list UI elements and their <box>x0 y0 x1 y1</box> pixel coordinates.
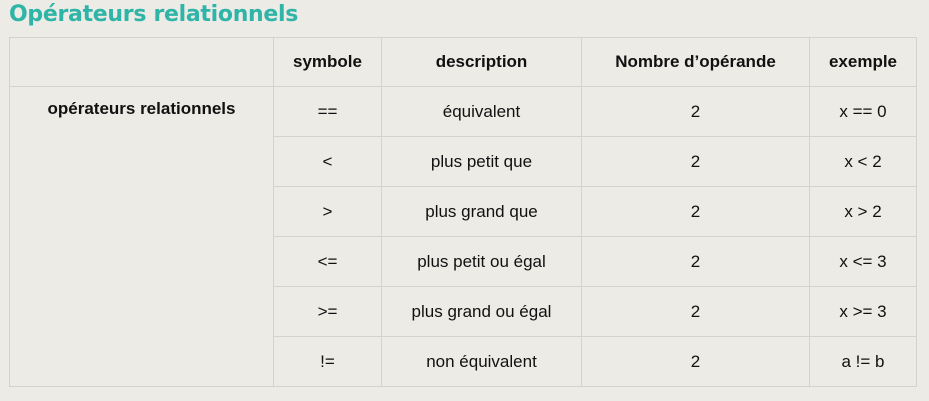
cell-exemple: a != b <box>809 336 917 387</box>
cell-description: plus grand que <box>381 186 582 237</box>
cell-symbole: > <box>273 186 382 237</box>
cell-operandes: 2 <box>581 336 810 387</box>
cell-operandes: 2 <box>581 136 810 187</box>
header-symbole: symbole <box>273 37 382 87</box>
cell-symbole: != <box>273 336 382 387</box>
cell-operandes: 2 <box>581 186 810 237</box>
cell-exemple: x <= 3 <box>809 236 917 287</box>
cell-operandes: 2 <box>581 86 810 137</box>
cell-symbole: == <box>273 86 382 137</box>
cell-description: plus petit ou égal <box>381 236 582 287</box>
table-row: > plus grand que 2 x > 2 <box>10 186 917 237</box>
cell-description: non équivalent <box>381 336 582 387</box>
header-exemple: exemple <box>809 37 917 87</box>
cell-operandes: 2 <box>581 236 810 287</box>
table-row: opérateurs relationnels == équivalent 2 … <box>9 86 917 387</box>
cell-symbole: < <box>273 136 382 187</box>
header-nombre-operande: Nombre d’opérande <box>581 37 810 87</box>
cell-symbole: >= <box>273 286 382 337</box>
cell-exemple: x > 2 <box>809 186 917 237</box>
cell-description: équivalent <box>381 86 582 137</box>
cell-description: plus grand ou égal <box>381 286 582 337</box>
header-description: description <box>381 37 582 87</box>
cell-description: plus petit que <box>381 136 582 187</box>
cell-exemple: x >= 3 <box>809 286 917 337</box>
header-empty <box>9 37 274 87</box>
table-row: < plus petit que 2 x < 2 <box>10 136 917 187</box>
cell-operandes: 2 <box>581 286 810 337</box>
table-row: >= plus grand ou égal 2 x >= 3 <box>10 286 917 337</box>
group-label: opérateurs relationnels <box>9 86 274 387</box>
operators-table: symbole description Nombre d’opérande ex… <box>9 37 917 387</box>
cell-symbole: <= <box>273 236 382 287</box>
cell-exemple: x < 2 <box>809 136 917 187</box>
cell-exemple: x == 0 <box>809 86 917 137</box>
table-header-row: symbole description Nombre d’opérande ex… <box>9 37 917 87</box>
page-title: Opérateurs relationnels <box>9 2 299 27</box>
table-row: != non équivalent 2 a != b <box>10 336 917 387</box>
